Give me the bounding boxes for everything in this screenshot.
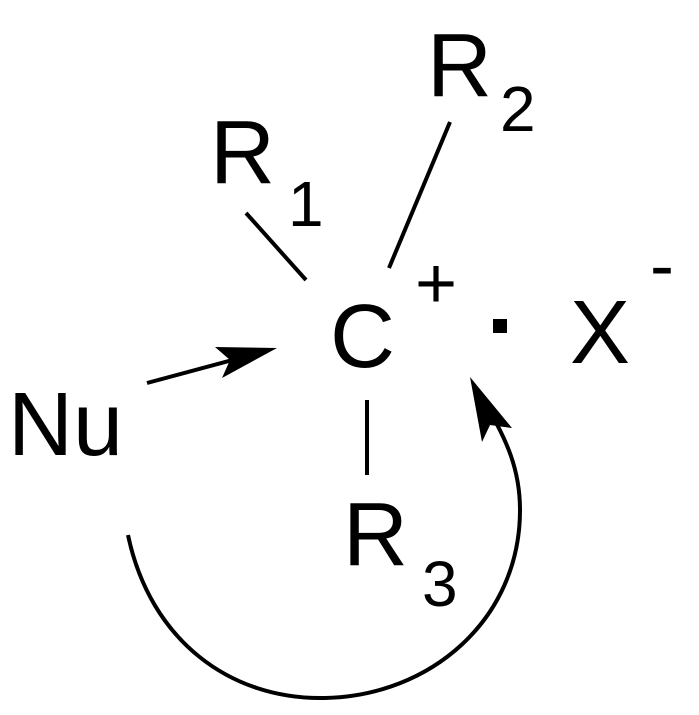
curved-arrow-head xyxy=(470,377,512,442)
r2-letter: R xyxy=(427,16,492,116)
cation-charge: + xyxy=(415,244,457,324)
counter-ion-label: X xyxy=(570,283,630,383)
nucleophile-attack-arrowhead xyxy=(215,347,277,378)
counter-ion-charge: - xyxy=(650,226,674,306)
r3-letter: R xyxy=(343,485,408,585)
ion-pair-dot xyxy=(493,319,507,333)
r3-subscript: 3 xyxy=(422,548,458,620)
r1-letter: R xyxy=(210,103,275,203)
curved-attack-arrow xyxy=(126,401,523,701)
nucleophile-label: Nu xyxy=(8,375,123,475)
r2-subscript: 2 xyxy=(500,73,536,145)
r1-subscript: 1 xyxy=(288,168,324,240)
r1-bond xyxy=(244,211,308,282)
r2-bond xyxy=(387,121,452,269)
carbon-label: C xyxy=(330,287,395,387)
